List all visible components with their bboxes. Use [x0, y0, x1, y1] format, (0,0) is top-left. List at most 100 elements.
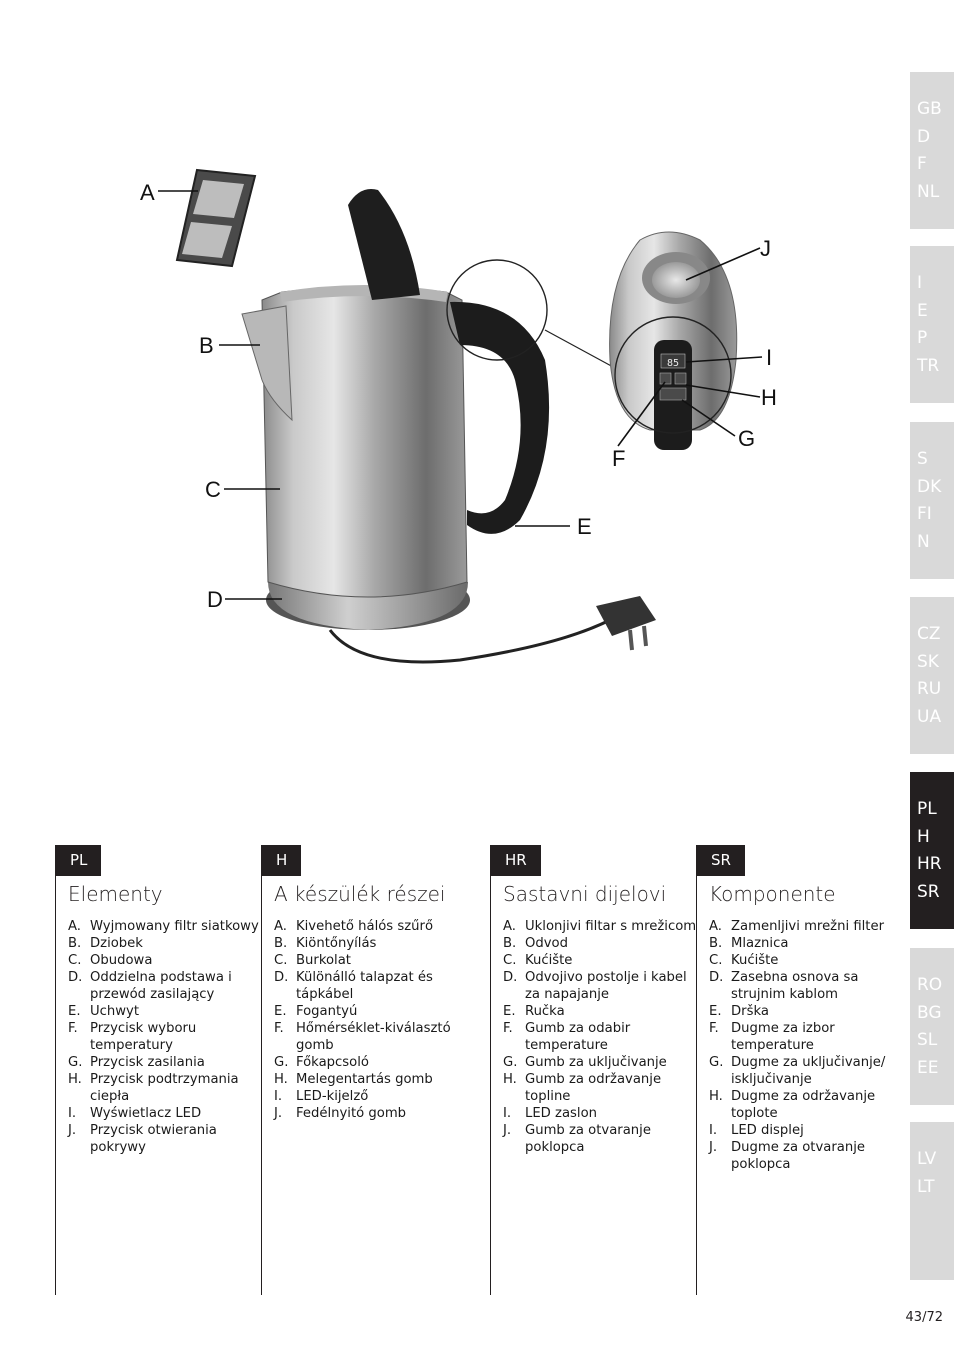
list-item: B.Kiöntőnyílás — [274, 935, 452, 952]
item-letter: G. — [274, 1055, 289, 1070]
language-code: H — [917, 826, 930, 847]
item-text: Zasebna osnova sa strujnim kablom — [731, 970, 859, 1002]
callout-c: C — [205, 477, 221, 502]
item-letter: F. — [68, 1021, 78, 1036]
item-text: Melegentartás gomb — [296, 1072, 433, 1087]
language-code: LV — [917, 1149, 937, 1169]
item-letter: E. — [274, 1004, 287, 1019]
language-badge: HR — [491, 845, 541, 876]
item-letter: E. — [503, 1004, 516, 1019]
language-code: RU — [917, 679, 942, 699]
section-title: Elementy — [68, 882, 163, 906]
item-letter: J. — [503, 1123, 512, 1138]
item-text: Dugme za uključivanje/ isključivanje — [731, 1055, 886, 1087]
item-text: Dziobek — [90, 936, 143, 951]
language-badge: H — [262, 845, 302, 876]
item-letter: I. — [709, 1123, 718, 1138]
item-text: Drška — [731, 1004, 769, 1019]
list-item: F.Dugme za izbor temperature — [709, 1020, 889, 1054]
item-text: Különálló talapzat és tápkábel — [296, 970, 433, 1002]
list-item: H. Przycisk podtrzymania ciepła — [68, 1071, 264, 1105]
list-item: H. Melegentartás gomb — [274, 1071, 452, 1088]
item-letter: G. — [709, 1055, 724, 1070]
kettle-body — [241, 189, 656, 664]
item-text: LED zaslon — [525, 1106, 597, 1121]
callout-d: D — [207, 587, 223, 612]
list-item: F. Hőmérséklet-kiválasztó gomb — [274, 1020, 452, 1054]
language-code: S — [917, 449, 928, 469]
language-code: F — [917, 154, 927, 174]
callout-lines — [158, 190, 570, 600]
language-code: FI — [917, 504, 932, 524]
callout-h: H — [761, 385, 777, 410]
item-text: Hőmérséklet-kiválasztó gomb — [296, 1021, 451, 1053]
list-item: I. LED displej — [709, 1122, 889, 1139]
list-item: A.Uklonjivi filtar s mrežicom — [503, 918, 699, 935]
list-item: A.Kivehető hálós szűrő — [274, 918, 452, 935]
item-text: Burkolat — [296, 953, 351, 968]
list-item: J.Fedélnyitó gomb — [274, 1105, 452, 1122]
callout-e: E — [577, 514, 592, 539]
item-text: Mlaznica — [731, 936, 789, 951]
language-code: CZ — [917, 624, 941, 644]
language-code: EE — [917, 1057, 939, 1078]
item-letter: J. — [68, 1123, 77, 1138]
list-item: D.Oddzielna podstawa i przewód zasilając… — [68, 969, 264, 1003]
item-letter: H. — [274, 1072, 288, 1087]
language-code: LT — [917, 1176, 935, 1197]
list-item: D.Zasebna osnova sa strujnim kablom — [709, 969, 889, 1003]
language-code: I — [917, 273, 923, 293]
language-code: SK — [917, 651, 939, 672]
language-code: TR — [917, 355, 940, 376]
list-item: C.Kućište — [709, 952, 889, 969]
language-code: GB — [917, 99, 942, 119]
list-item: B.Odvod — [503, 935, 699, 952]
item-letter: C. — [274, 953, 288, 968]
item-text: Fogantyú — [296, 1004, 358, 1019]
list-item: G.Przycisk zasilania — [68, 1054, 264, 1071]
list-item: E.Uchwyt — [68, 1003, 264, 1020]
item-text: Przycisk podtrzymania ciepła — [90, 1072, 239, 1104]
list-item: H.Dugme za održavanje toplote — [709, 1088, 889, 1122]
item-text: Wyjmowany filtr siatkowy — [90, 919, 259, 934]
list-item: I.LED zaslon — [503, 1105, 699, 1122]
language-code: HR — [917, 854, 942, 874]
display-reading: 85 — [667, 358, 679, 369]
callout-g: G — [738, 426, 756, 451]
item-letter: F. — [274, 1021, 284, 1036]
list-item: J.Dugme za otvaranje poklopca — [709, 1139, 889, 1173]
language-tab-lv-lt[interactable]: LV LT — [910, 1122, 954, 1280]
section-title: A készülék részei — [274, 882, 446, 906]
list-item: G.Gumb za uključivanje — [503, 1054, 699, 1071]
item-letter: H. — [503, 1072, 517, 1087]
language-code: SR — [917, 881, 940, 902]
list-item: G. Dugme za uključivanje/ isključivanje — [709, 1054, 889, 1088]
list-item: J. Gumb za otvaranje poklopca — [503, 1122, 699, 1156]
list-item: C.Kućište — [503, 952, 699, 969]
item-letter: B. — [274, 936, 288, 951]
item-text: Gumb za odabir temperature — [525, 1021, 631, 1053]
callout-j: J — [760, 236, 771, 261]
item-letter: A. — [68, 919, 81, 934]
item-letter: D. — [68, 970, 83, 985]
language-code: DK — [917, 476, 942, 497]
callout-b: B — [199, 333, 214, 358]
item-text: LED displej — [731, 1123, 804, 1138]
item-letter: B. — [709, 936, 723, 951]
item-letter: H. — [68, 1072, 82, 1087]
language-code: P — [917, 328, 928, 348]
item-letter: I. — [274, 1089, 283, 1104]
list-item: F.Gumb za odabir temperature — [503, 1020, 699, 1054]
section-title: Komponente — [709, 882, 836, 906]
item-text: Gumb za otvaranje poklopca — [525, 1123, 651, 1155]
list-item: D.Odvojivo postolje i kabel za napajanje — [503, 969, 699, 1003]
